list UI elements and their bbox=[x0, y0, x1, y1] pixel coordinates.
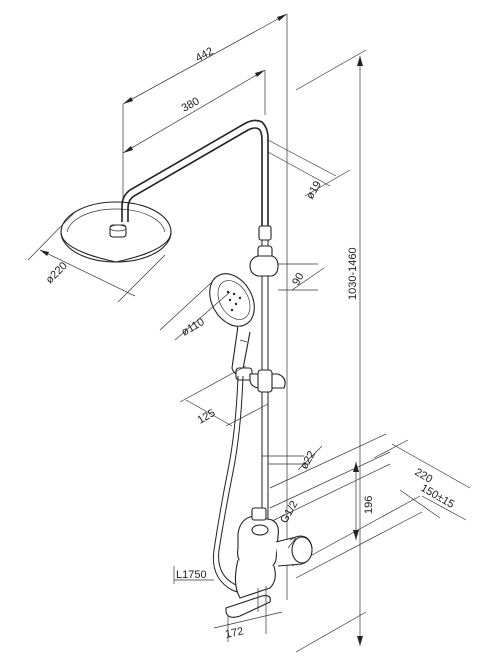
shower-arm bbox=[121, 119, 269, 230]
dim-mixer-height: 196 bbox=[353, 462, 375, 540]
label-spout-length: 172 bbox=[224, 625, 244, 641]
label-pipe-diameter: ø19 bbox=[304, 179, 324, 201]
rain-shower-head bbox=[60, 201, 172, 263]
dim-wall-offset: 150±15 bbox=[399, 482, 467, 521]
label-hose-length: L1750 bbox=[176, 569, 207, 581]
mixer-body bbox=[225, 507, 313, 618]
dim-mixer-depth: 220 bbox=[373, 439, 471, 489]
dim-hose-length: L1750 bbox=[173, 566, 214, 584]
label-arm-length: 380 bbox=[180, 95, 202, 114]
hand-shower bbox=[209, 273, 255, 375]
label-mixer-height: 196 bbox=[363, 496, 375, 514]
dim-spout-length: 172 bbox=[213, 606, 283, 642]
label-handshower-diameter: ø110 bbox=[180, 316, 207, 339]
lower-slider bbox=[235, 367, 286, 393]
dim-height-range: 1030-1460 bbox=[295, 49, 367, 653]
label-height-range: 1030-1460 bbox=[347, 247, 359, 300]
label-width-total: 442 bbox=[194, 45, 216, 64]
upper-slider bbox=[249, 245, 279, 277]
dim-arm-length: 380 bbox=[122, 69, 266, 205]
label-head-diameter: ø220 bbox=[44, 260, 70, 286]
dim-slider-spacing: 90 bbox=[278, 263, 325, 291]
dim-pipe-diameter: ø19 bbox=[267, 139, 351, 202]
label-slider-spacing: 90 bbox=[290, 271, 307, 288]
label-handshower-length: 125 bbox=[196, 407, 218, 427]
